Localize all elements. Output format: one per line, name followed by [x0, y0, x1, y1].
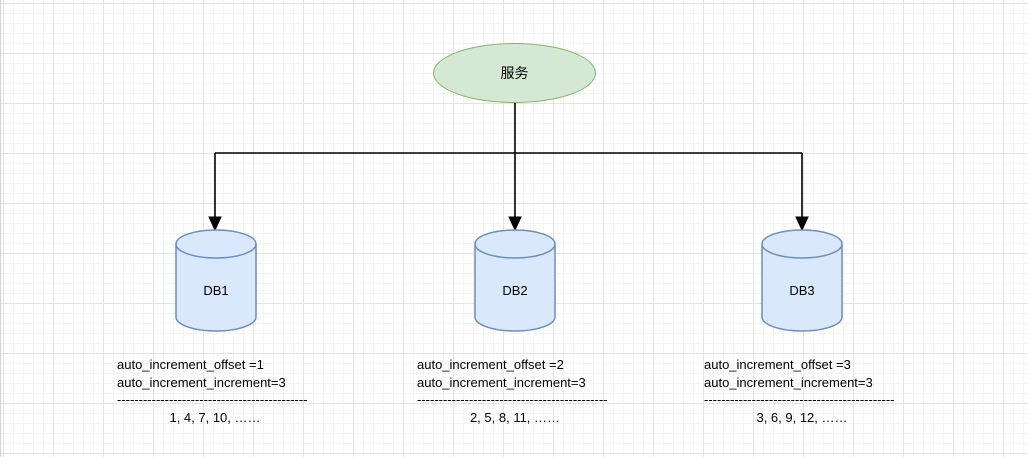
service-node[interactable]: 服务 [433, 43, 596, 103]
db3-increment-setting: auto_increment_increment=3 [704, 374, 873, 390]
db3-sequence: 3, 6, 9, 12, …… [756, 409, 848, 425]
db2-separator: ----------------------------------------… [417, 392, 608, 407]
db1-node-label: DB1 [203, 283, 229, 298]
db3-separator: ----------------------------------------… [704, 392, 895, 407]
db3-node[interactable]: DB3 [761, 229, 843, 332]
db2-offset-setting: auto_increment_offset =2 [417, 357, 564, 372]
arrowhead-db2[interactable] [508, 216, 522, 232]
cylinder-shape [474, 229, 556, 332]
db1-separator: ----------------------------------------… [117, 392, 308, 407]
db1-offset-setting: auto_increment_offset =1 [117, 357, 264, 372]
cylinder-shape [761, 229, 843, 332]
service-node-label: 服务 [500, 65, 529, 81]
db2-notes[interactable]: auto_increment_offset =2 auto_increment_… [417, 356, 613, 426]
arrowhead-db1[interactable] [208, 216, 222, 232]
db3-node-label: DB3 [789, 283, 815, 298]
db3-notes[interactable]: auto_increment_offset =3 auto_increment_… [704, 356, 900, 426]
db2-node-label: DB2 [502, 283, 528, 298]
cylinder-shape [175, 229, 257, 332]
db3-offset-setting: auto_increment_offset =3 [704, 357, 851, 372]
db1-notes[interactable]: auto_increment_offset =1 auto_increment_… [117, 356, 313, 426]
db1-increment-setting: auto_increment_increment=3 [117, 374, 286, 390]
arrowhead-db3[interactable] [795, 216, 809, 232]
db2-node[interactable]: DB2 [474, 229, 556, 332]
db1-sequence: 1, 4, 7, 10, …… [169, 409, 261, 425]
canvas-edge [0, 0, 1, 457]
db1-node[interactable]: DB1 [175, 229, 257, 332]
db2-sequence: 2, 5, 8, 11, …… [469, 409, 561, 425]
db2-increment-setting: auto_increment_increment=3 [417, 374, 586, 390]
